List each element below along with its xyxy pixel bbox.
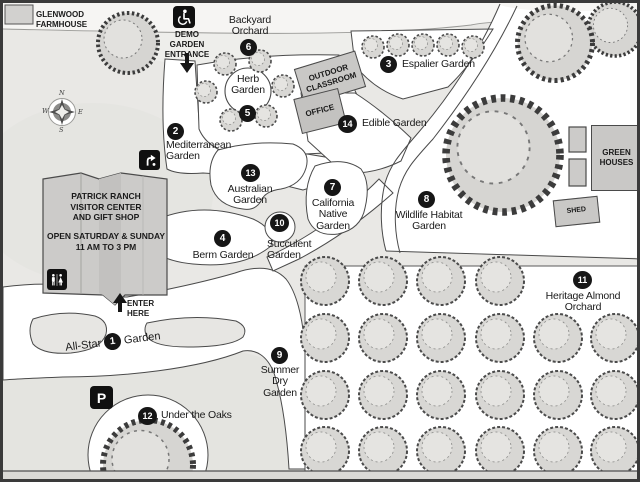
greenhouse-small-box-2	[568, 158, 587, 187]
compass-s: S	[59, 126, 64, 134]
direction-arrow-icon	[139, 150, 160, 170]
wheelchair-icon	[173, 6, 195, 28]
marker-10-badge: 10	[270, 214, 289, 232]
marker-9-badge: 9	[271, 347, 288, 364]
marker-3-badge: 3	[380, 56, 397, 73]
all-star-label-left: All-Star	[64, 336, 102, 354]
marker-11-badge: 11	[573, 271, 592, 289]
compass-w: W	[42, 107, 49, 115]
glenwood-farmhouse-building	[4, 4, 34, 25]
green-houses-label: GREEN HOUSES	[599, 148, 634, 167]
all-star-label-right: Garden	[123, 329, 162, 347]
shed-building: SHED	[552, 195, 601, 228]
marker-12-badge: 12	[138, 407, 157, 425]
bottom-road-strip	[3, 471, 637, 479]
enter-here-label: ENTER HERE	[127, 299, 155, 318]
demo-entrance-arrow	[180, 53, 194, 73]
visitor-center-hours: OPEN SATURDAY & SUNDAY 11 AM TO 3 PM	[46, 231, 166, 252]
wildlife-habitat-garden-label: Wildlife Habitat Garden	[395, 209, 463, 233]
california-native-garden-label: California Native Garden	[311, 197, 355, 232]
restroom-icon	[47, 269, 67, 290]
enter-here-arrow	[113, 293, 127, 312]
parking-icon: P	[90, 386, 113, 409]
green-houses-building: GREEN HOUSES	[591, 125, 637, 191]
edible-garden-label: Edible Garden	[362, 117, 427, 129]
region-california-native	[305, 161, 368, 235]
marker-6-badge: 6	[240, 39, 257, 56]
compass-rose	[48, 98, 76, 126]
office-label: OFFICE	[304, 102, 336, 119]
berm-garden-label: Berm Garden	[192, 249, 254, 261]
succulent-garden-label: Succulent Garden	[267, 238, 312, 262]
road-island-right	[144, 316, 246, 348]
herb-garden-label: Herb Garden	[231, 73, 265, 97]
summer-dry-garden-label: Summer Dry Garden	[260, 364, 300, 399]
under-the-oaks-label: Under the Oaks	[161, 409, 232, 421]
marker-8-badge: 8	[418, 191, 435, 208]
australian-garden-label: Australian Garden	[227, 183, 273, 207]
marker-14-badge: 14	[338, 115, 357, 133]
visitor-center-building	[42, 172, 168, 306]
compass-n: N	[59, 89, 65, 97]
greenhouse-small-box-1	[568, 126, 587, 153]
marker-5-badge: 5	[239, 105, 256, 122]
demo-entrance-label: DEMO GARDEN ENTRANCE	[164, 30, 210, 59]
shed-label: SHED	[566, 206, 587, 216]
marker-4-badge: 4	[214, 230, 231, 247]
heritage-almond-orchard-label: Heritage Almond Orchard	[545, 290, 621, 314]
road-island-left	[29, 312, 107, 354]
marker-13-badge: 13	[241, 164, 260, 182]
backyard-orchard-label: Backyard Orchard	[228, 14, 272, 38]
mediterranean-garden-label: Mediterranean Garden	[166, 139, 232, 163]
parking-label: P	[96, 389, 107, 406]
glenwood-farmhouse-label: GLENWOOD FARMHOUSE	[36, 10, 88, 29]
marker-7-badge: 7	[324, 179, 341, 196]
marker-2-badge: 2	[167, 123, 184, 140]
marker-1-badge: 1	[103, 332, 123, 352]
compass-e: E	[78, 108, 83, 116]
visitor-center-label: PATRICK RANCH VISITOR CENTER AND GIFT SH…	[70, 191, 142, 223]
espalier-garden-label: Espalier Garden	[402, 58, 475, 70]
region-orchard	[304, 265, 637, 472]
